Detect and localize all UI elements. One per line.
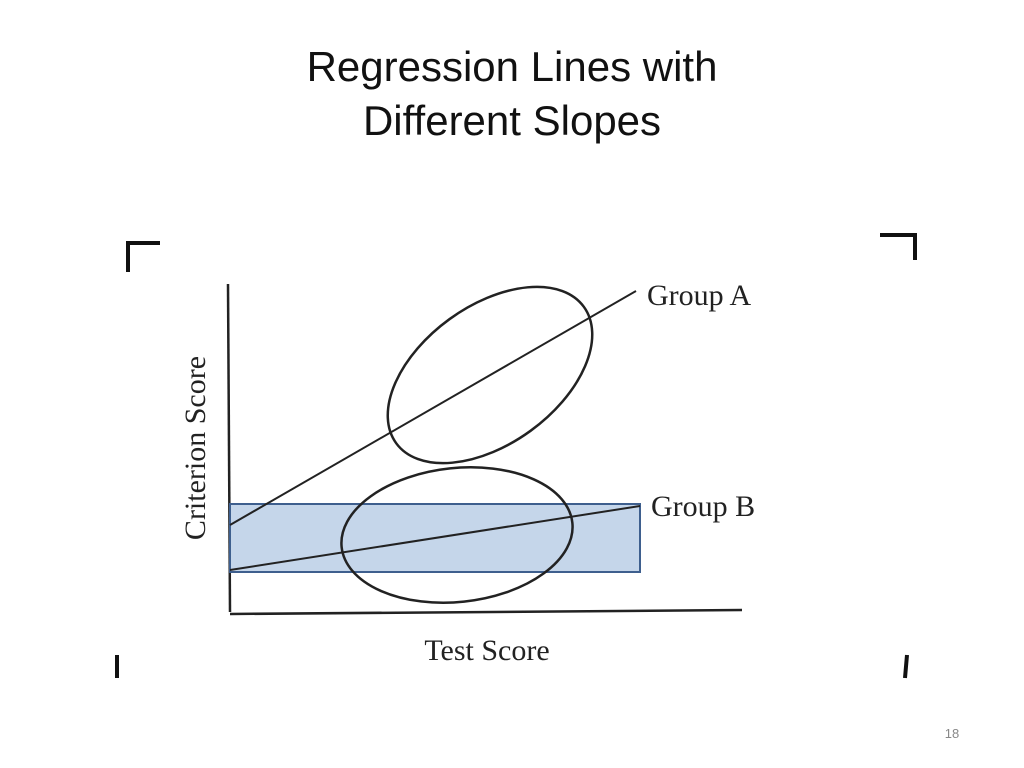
group-b-regression-line: [229, 505, 641, 571]
title-line-1: Regression Lines with: [306, 43, 718, 90]
regression-lines: [229, 290, 641, 571]
crop-mark-top-right: [880, 233, 917, 260]
page-number: 18: [944, 726, 960, 741]
slide-title: Regression Lines with Different Slopes: [212, 40, 812, 148]
crop-marks: [115, 233, 917, 679]
crop-mark-bottom-right: [903, 654, 909, 679]
crop-mark-top-left: [126, 241, 160, 272]
group-a-ellipse: [386, 285, 594, 465]
score-clusters: [340, 285, 594, 604]
x-axis-label: Test Score: [424, 634, 549, 667]
title-line-2: Different Slopes: [362, 97, 662, 144]
x-axis: [229, 608, 743, 616]
y-axis-label: Criterion Score: [179, 356, 212, 540]
group-a-regression-line: [229, 290, 637, 526]
group-b-label: Group B: [651, 490, 755, 523]
group-a-label: Group A: [647, 279, 752, 312]
group-b-ellipse: [340, 466, 574, 604]
